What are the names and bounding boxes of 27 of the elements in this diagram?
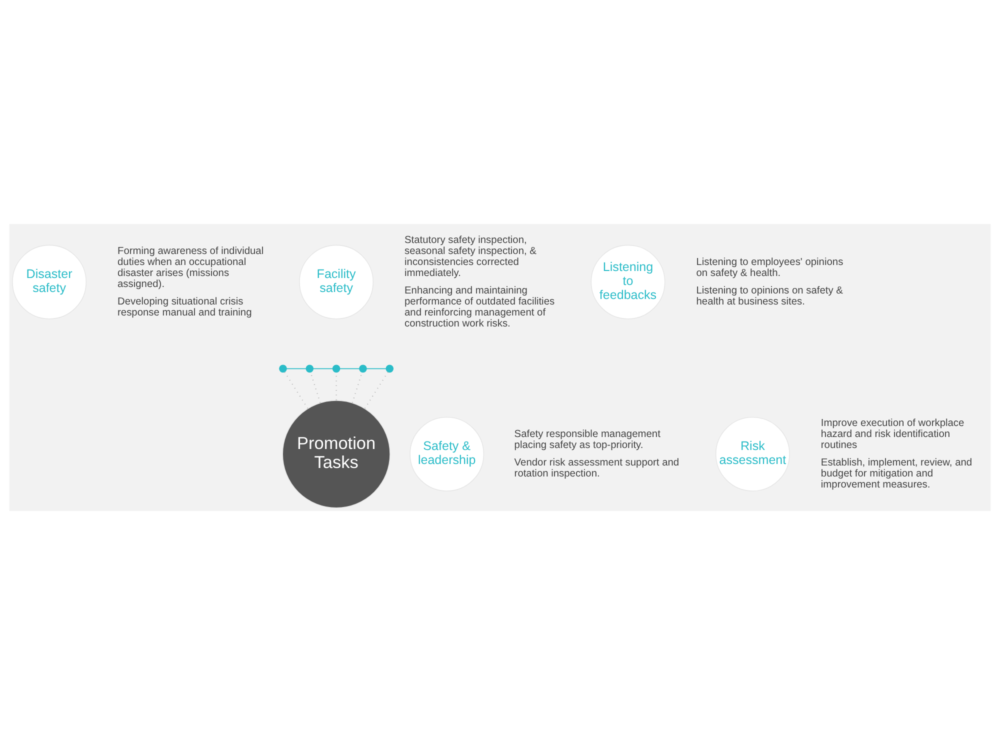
- node-label: Vendor risk assessment support and rotation inspection.: [514, 456, 680, 479]
- node-circle: [306, 364, 314, 372]
- connector: [284, 371, 308, 408]
- node-circle: Promotion Tasks: [282, 400, 390, 508]
- node-label: Improve execution of workplace hazard and risk identification routines: [820, 418, 964, 451]
- node-label: Establish, implement, review, and budget for mitigation and improvement measures.: [820, 456, 972, 490]
- connector: [339, 368, 360, 369]
- node-circle: [279, 364, 287, 372]
- node-label: Listening to employees' opinions on safety & health.: [696, 256, 844, 279]
- connector: [286, 368, 306, 369]
- node-circle: Listening to feedbacks: [590, 244, 666, 319]
- node-circle: Disaster safety: [12, 244, 87, 319]
- connector: [366, 368, 386, 369]
- node-circle: Facility safety: [299, 244, 374, 319]
- node-label: Safety responsible management placing safety as top-priority.: [514, 428, 660, 451]
- connector: [364, 371, 389, 408]
- node-label: Enhancing and maintaining performance of outdated facilities and reinforcing management of construction work risks.: [404, 284, 555, 329]
- node-circle: [386, 364, 394, 372]
- node-label: Statutory safety inspection, seasonal safety inspection, & inconsistencies corrected immediately.: [404, 234, 536, 279]
- node-circle: Risk assessment: [715, 416, 790, 491]
- connector: [312, 368, 334, 369]
- node-circle: Safety & leadership: [410, 416, 484, 491]
- node-label: Forming awareness of individual duties when an occupational disaster arises (missions assigned).: [118, 246, 264, 290]
- node-label: Listening to opinions on safety & health at business sites.: [696, 284, 843, 307]
- node-circle: [359, 364, 367, 372]
- node-circle: [332, 364, 340, 372]
- node-label: Developing situational crisis response manual and training: [118, 296, 252, 318]
